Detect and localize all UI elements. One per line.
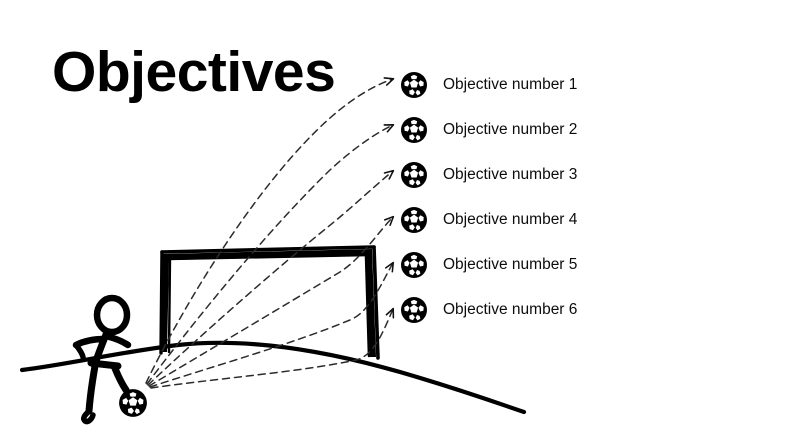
page-title: Objectives (52, 40, 336, 104)
list-item[interactable]: Objective number 3 (400, 152, 760, 197)
objective-label: Objective number 3 (443, 165, 578, 183)
dashed-arrow-icon (147, 169, 395, 386)
soccer-ball-icon (401, 296, 427, 323)
objective-label: Objective number 4 (443, 210, 578, 228)
trajectory-arrows-group (145, 77, 395, 389)
soccer-ball-icon (401, 71, 427, 98)
dashed-arrow-icon (149, 261, 395, 388)
objective-label: Objective number 2 (443, 120, 578, 138)
dashed-arrow-icon (148, 215, 395, 387)
list-item[interactable]: Objective number 6 (400, 287, 760, 332)
soccer-ball-icon (401, 116, 427, 143)
objective-label: Objective number 5 (443, 255, 578, 273)
dashed-arrow-icon (145, 77, 395, 384)
soccer-ball-icon (401, 251, 427, 278)
soccer-ball-icon (401, 206, 427, 233)
list-item[interactable]: Objective number 1 (400, 62, 760, 107)
soccer-goal-icon (159, 245, 380, 360)
dashed-arrow-icon (150, 307, 395, 389)
kicked-soccer-ball-icon (119, 389, 147, 417)
objectives-list: Objective number 1 Objective number 2 Ob… (400, 62, 760, 332)
list-item[interactable]: Objective number 4 (400, 197, 760, 242)
soccer-ball-icon (401, 161, 427, 188)
list-item[interactable]: Objective number 5 (400, 242, 760, 287)
objective-label: Objective number 6 (443, 300, 578, 318)
objective-label: Objective number 1 (443, 75, 578, 93)
dashed-arrow-icon (146, 123, 395, 385)
list-item[interactable]: Objective number 2 (400, 107, 760, 152)
